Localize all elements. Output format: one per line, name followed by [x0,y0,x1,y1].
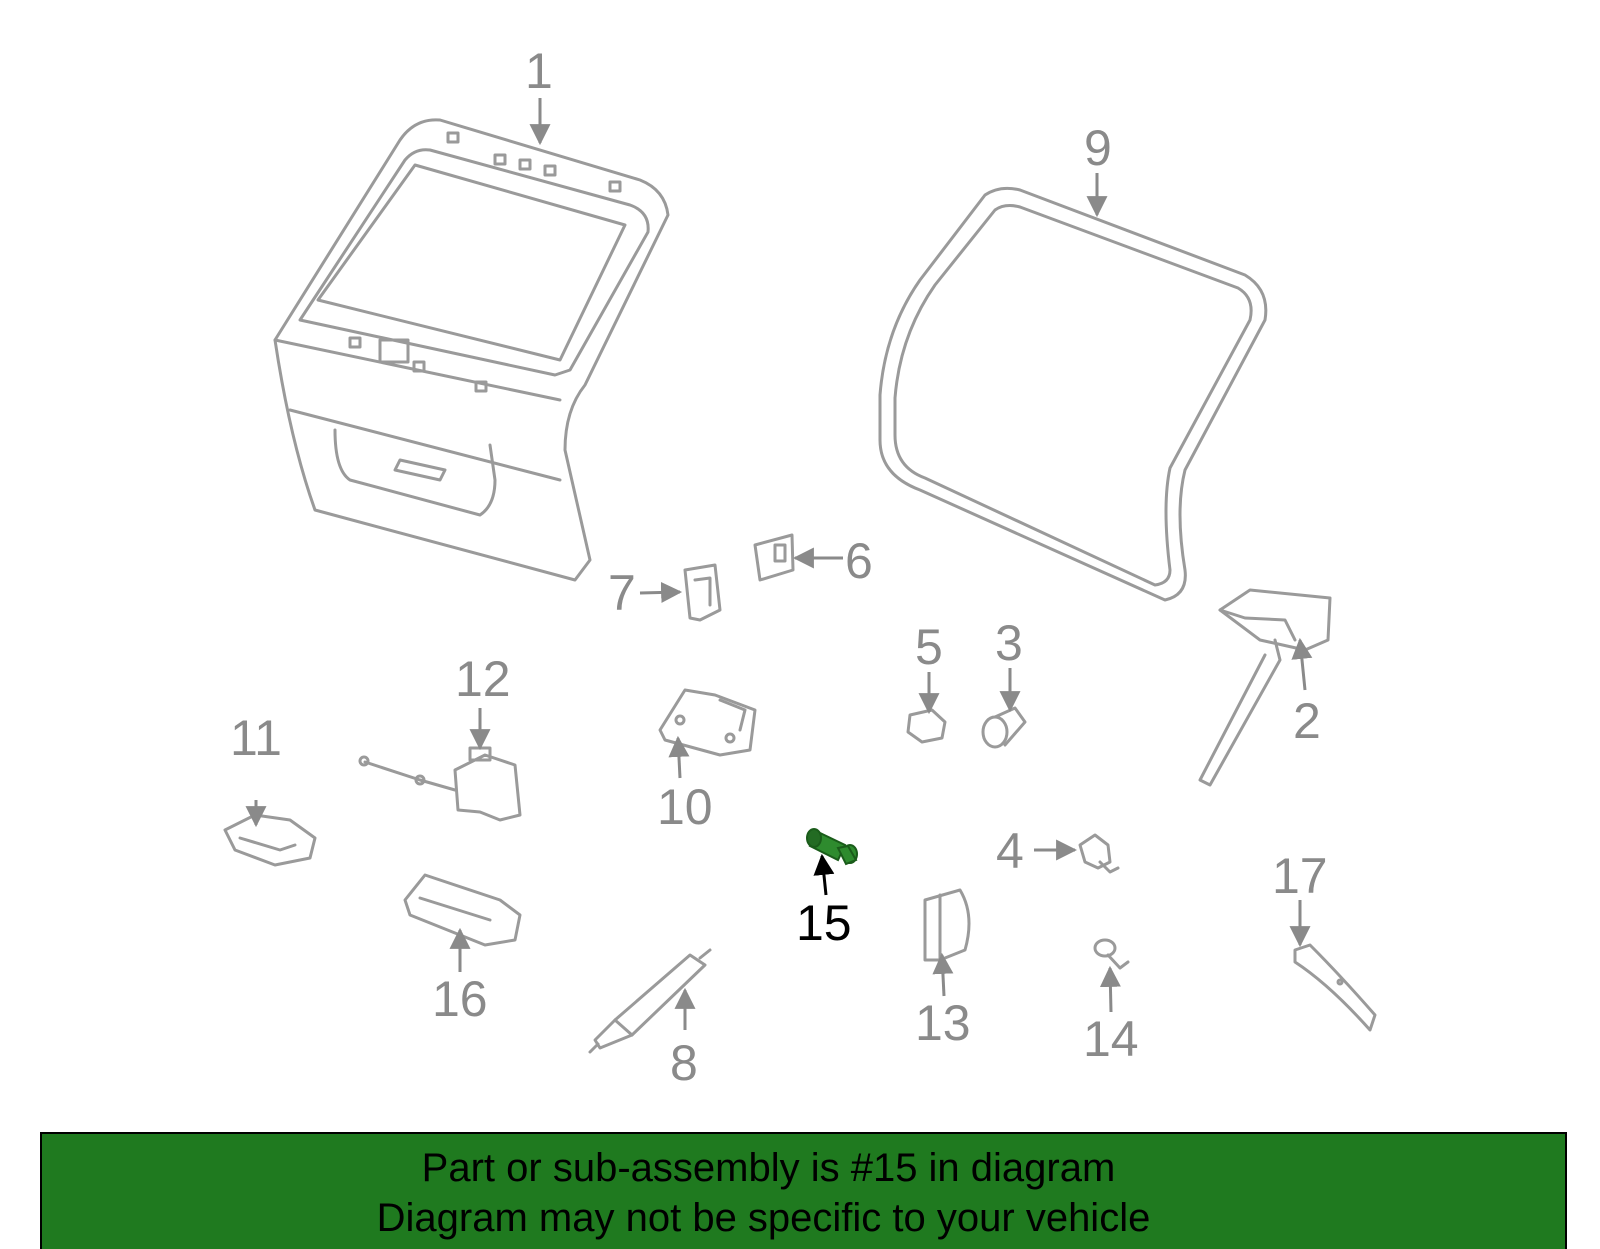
part-8-gas-strut[interactable] [588,948,712,1054]
callout-11: 11 [230,710,282,766]
callout-6: 6 [845,533,873,589]
part-1-tailgate[interactable] [273,118,670,582]
callout-labels: 1 2 3 4 5 6 7 8 9 10 11 12 13 14 15 16 1… [230,43,1328,1091]
part-17-trim-strip[interactable] [1293,943,1377,1032]
banner-line-1: Part or sub-assembly is #15 in diagram [421,1146,1116,1190]
callout-13: 13 [915,995,971,1051]
callout-14: 14 [1083,1011,1139,1067]
part-13-cover[interactable] [923,888,971,962]
callout-5: 5 [915,619,943,675]
part-4-clip[interactable] [1078,833,1120,874]
part-15-bushing[interactable] [806,828,858,866]
part-10-striker[interactable] [658,688,757,757]
callout-16: 16 [432,971,488,1027]
callout-12: 12 [455,651,511,707]
parts-diagram: 1 2 3 4 5 6 7 8 9 10 11 12 13 14 15 16 1… [223,43,1377,1091]
callout-4: 4 [996,823,1024,879]
part-11-bracket[interactable] [223,813,317,867]
callout-9: 9 [1084,120,1112,176]
callout-1: 1 [525,43,553,99]
callout-17: 17 [1272,848,1328,904]
part-2-hinge[interactable] [1198,588,1332,787]
part-3-grommet[interactable] [981,706,1027,749]
callout-8: 8 [670,1035,698,1091]
part-9-weatherstrip[interactable] [878,186,1268,602]
banner-line-2: Diagram may not be specific to your vehi… [376,1196,1151,1240]
part-5-nut[interactable] [906,708,947,744]
part-14-screw[interactable] [1093,938,1130,970]
part-12-latch[interactable] [358,746,522,822]
callout-15: 15 [796,895,852,951]
callout-10: 10 [657,779,713,835]
callout-7: 7 [608,565,636,621]
callout-arrows [245,98,1313,1030]
callout-2: 2 [1293,693,1321,749]
info-banner: Part or sub-assembly is #15 in diagram D… [40,1132,1567,1249]
part-16-lamp[interactable] [403,873,522,947]
callout-3: 3 [995,615,1023,671]
part-6-clip[interactable] [753,533,795,582]
part-7-bracket[interactable] [683,563,722,622]
